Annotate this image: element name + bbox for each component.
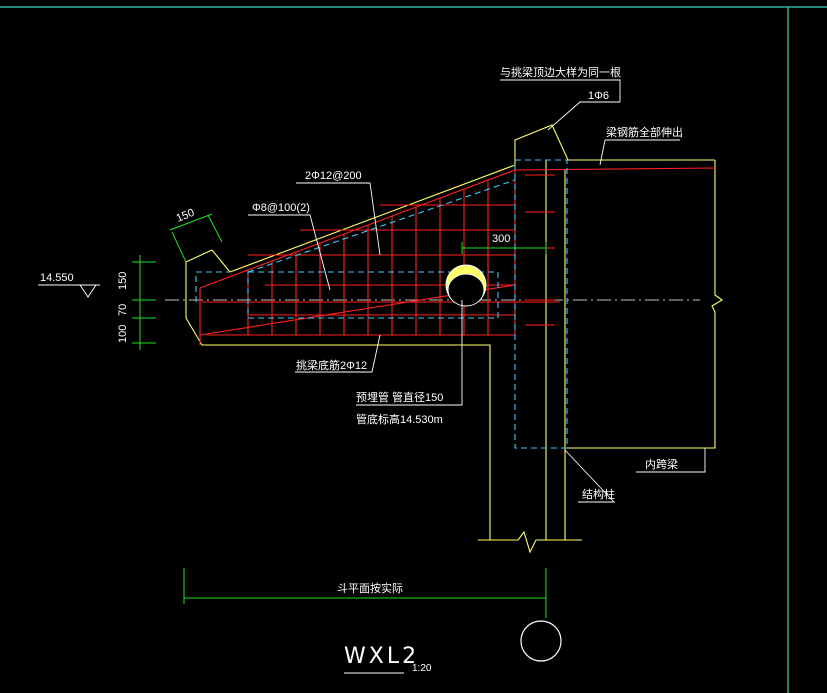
leader-lines bbox=[248, 79, 706, 503]
drawing-scale: 1:20 bbox=[412, 663, 432, 674]
stirrup-small-label: 1Φ6 bbox=[588, 90, 609, 102]
rebar-cage bbox=[199, 167, 716, 345]
grid-axis-bubble bbox=[520, 620, 562, 662]
column-label: 结构柱 bbox=[582, 487, 615, 501]
pipe-label-line1: 预埋管 管直径150 bbox=[356, 390, 443, 404]
hook-length-dimension: 150 bbox=[175, 207, 197, 225]
dimension-v-top: 150 bbox=[117, 272, 129, 290]
dimension-v-bot: 100 bbox=[117, 325, 129, 343]
spacing-dimension: 300 bbox=[492, 233, 510, 245]
stirrup-label: Φ8@100(2) bbox=[252, 202, 310, 214]
beam-bar-extend-label: 梁钢筋全部伸出 bbox=[606, 125, 683, 139]
inner-beam-label: 内跨梁 bbox=[645, 457, 678, 471]
span-label: 斗平面按实际 bbox=[337, 581, 403, 595]
level-marker bbox=[38, 284, 100, 298]
concrete-outline bbox=[185, 124, 724, 554]
drawing-frame bbox=[0, 6, 827, 693]
bottom-bar-label: 挑梁底筋2Φ12 bbox=[296, 358, 367, 372]
drawing-title: WXL2 bbox=[344, 644, 419, 669]
pipe-label-line2: 管底标高14.530m bbox=[356, 412, 443, 426]
top-note-label: 与挑梁顶边大样为同一根 bbox=[500, 65, 621, 79]
top-bar-label: 2Φ12@200 bbox=[305, 170, 362, 182]
column-dashed-outline bbox=[195, 159, 568, 449]
dimension-lines bbox=[132, 213, 547, 618]
dimension-v-mid: 70 bbox=[117, 304, 129, 316]
level-label: 14.550 bbox=[40, 272, 74, 284]
embedded-pipe bbox=[445, 264, 487, 307]
